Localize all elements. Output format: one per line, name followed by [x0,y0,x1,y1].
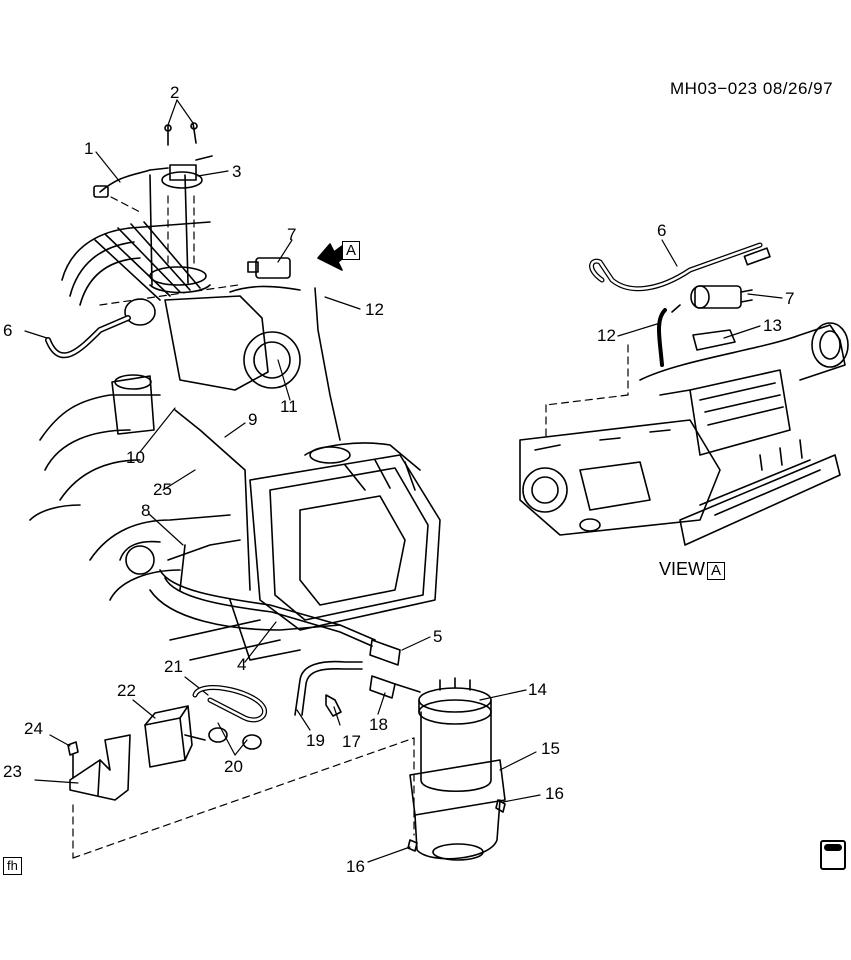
callout-5: 5 [433,627,443,646]
callout-9: 9 [248,410,258,429]
callout-22: 22 [117,681,136,700]
leader-lines [24,99,783,863]
reference-code: MH03−023 08/26/97 [670,79,834,98]
callout-15: 15 [541,739,560,758]
engine-assembly [29,122,441,661]
view-a-letter: A [707,562,726,580]
callout-21: 21 [164,657,183,676]
callout-25: 25 [153,480,172,499]
view-arrow-label: A [342,241,361,260]
callout-18: 18 [369,715,388,734]
callout-7-view: 7 [785,289,795,308]
view-a-word: VIEW [659,559,706,579]
callout-16-bottom: 16 [346,857,365,876]
purge-solenoid-group [67,685,268,801]
callout-3: 3 [232,162,242,181]
logo-pill-icon [824,844,842,851]
callout-4: 4 [237,655,247,674]
callout-14: 14 [528,680,547,699]
callout-6-view: 6 [657,221,667,240]
callout-12-view: 12 [597,326,616,345]
callout-23: 23 [3,762,22,781]
callout-13: 13 [763,316,782,335]
callout-8: 8 [141,501,151,520]
callout-1: 1 [84,139,94,158]
gm-spo-logo [820,840,846,870]
callout-6: 6 [3,321,13,340]
callout-10: 10 [126,448,145,467]
callout-24: 24 [24,719,43,738]
callout-11: 11 [280,397,298,416]
callout-16-right: 16 [545,784,564,803]
canister-assembly [294,639,506,861]
callout-19: 19 [306,731,325,750]
dashed-assembly-lines [72,195,629,859]
view-a-detail [519,242,849,546]
callout-12: 12 [365,300,384,319]
callout-7: 7 [287,225,297,244]
callout-17: 17 [342,732,361,751]
corner-badge: fh [3,857,22,875]
callout-2: 2 [170,83,180,102]
callout-20: 20 [224,757,243,776]
